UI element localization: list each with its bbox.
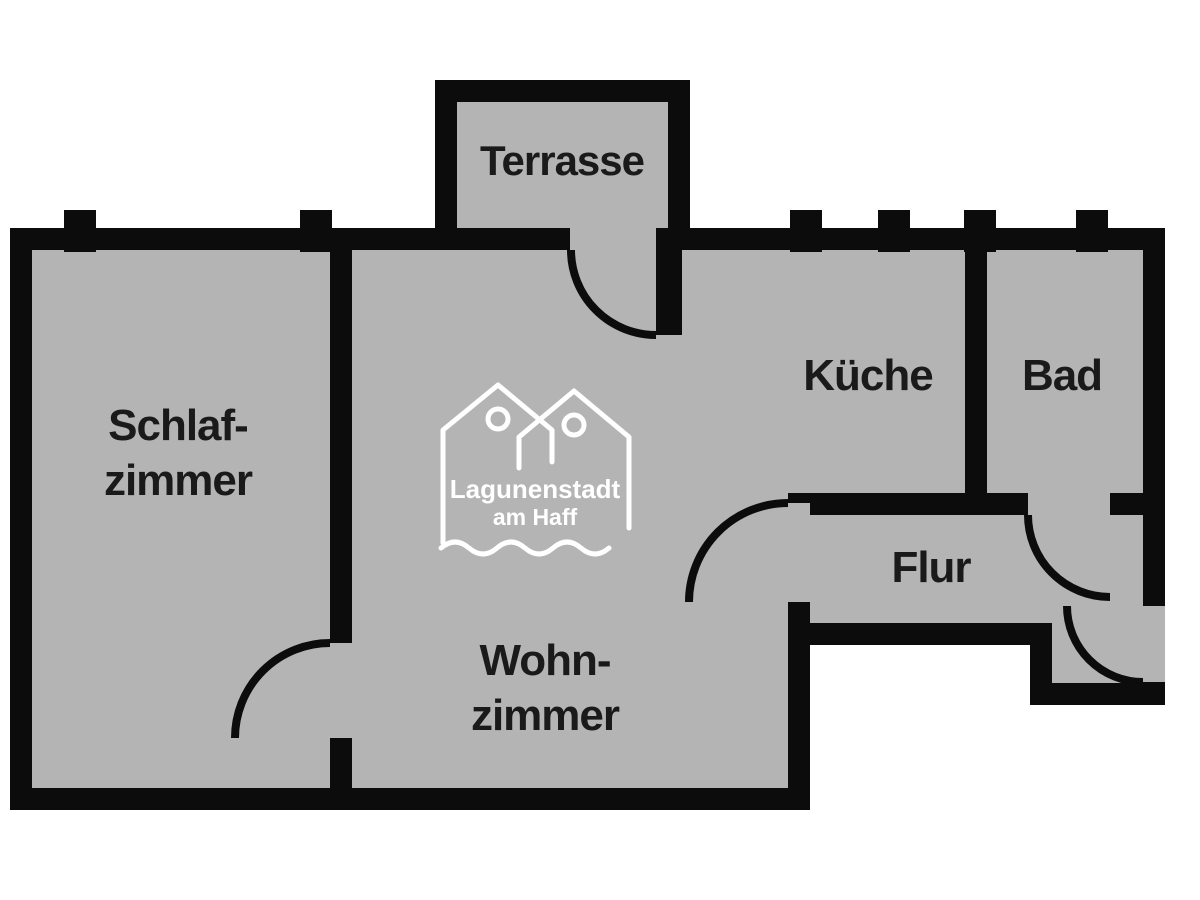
logo-lagunenstadt: Lagunenstadt am Haff [438,382,632,557]
door-gap-terrasse [570,228,656,250]
door-gap-entrance [1143,606,1165,682]
door-arc-wohnzimmer-flur [685,499,789,603]
logo-wave-icon [438,539,612,557]
room-label-schlafzimmer-line1: Schlaf- [108,401,248,450]
room-label-flur: Flur [891,543,971,592]
window-markers [64,210,1108,252]
wall-kueche-bad [965,228,987,515]
window-marker-icon [300,210,332,252]
terrasse-floor [457,102,668,228]
window-marker-icon [964,210,996,252]
door-swings [231,249,1144,739]
logo-window-left-icon [485,406,511,432]
logo-house-left-icon [440,382,555,546]
room-label-terrasse: Terrasse [480,137,644,184]
door-arc-terrasse [567,249,657,339]
window-marker-icon [878,210,910,252]
apartment-floor [32,250,1143,788]
window-marker-icon [1076,210,1108,252]
room-terrasse [435,80,690,250]
room-label-wohnzimmer-line1: Wohn- [479,636,610,685]
logo-house-right-icon [516,388,632,531]
logo-text-line2: am Haff [493,504,578,530]
door-gap-bad [1028,493,1110,515]
room-label-wohnzimmer-line2: zimmer [471,691,620,740]
door-arc-bad [1024,514,1111,601]
wall-stub-wohnzimmer-kueche [656,228,682,335]
door-gap-wohnzimmer-flur [788,503,810,602]
window-marker-icon [790,210,822,252]
window-marker-icon [64,210,96,252]
door-gap-schlafzimmer [330,643,352,738]
door-arc-schlafzimmer [231,639,331,739]
logo-window-right-icon [561,412,587,438]
logo-text-line1: Lagunenstadt [450,474,621,504]
door-openings [330,228,1165,738]
room-label-kueche: Küche [803,351,932,400]
door-arc-entrance [1063,605,1144,686]
room-label-schlafzimmer-line2: zimmer [104,456,253,505]
room-label-bad: Bad [1022,351,1102,400]
